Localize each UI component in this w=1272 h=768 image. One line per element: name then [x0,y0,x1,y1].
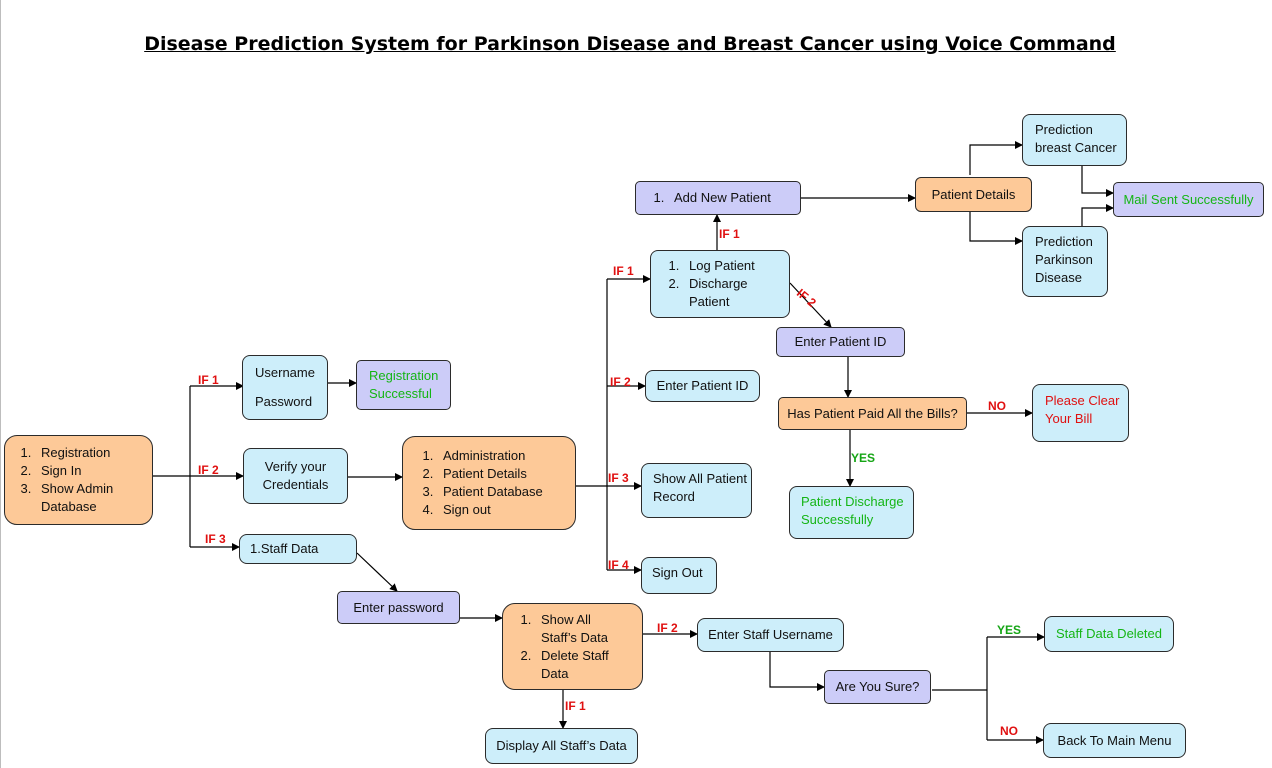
edge-label-main-if1: IF 1 [198,373,219,387]
add-new-patient-box: Add New Patient [635,181,801,215]
please-clear-bill-box: Please Clear Your Bill [1032,384,1129,442]
edge-label-main-if3: IF 3 [205,532,226,546]
edge-label-admin-if2: IF 2 [610,375,631,389]
staff-menu-item-delete: Delete Staff Data [535,647,615,683]
admin-menu-box: Administration Patient Details Patient D… [402,436,576,530]
arrow-mail-from-parkinson [1081,204,1114,228]
prediction-breast-cancer-box: Prediction breast Cancer [1022,114,1127,166]
patient-menu-box: Log Patient Discharge Patient [650,250,790,318]
password-line: Password [255,394,313,409]
enter-patient-id-box: Enter Patient ID [645,370,760,402]
patient-discharge-success-box: Patient Discharge Successfully [789,486,914,539]
back-to-main-menu-box: Back To Main Menu [1043,723,1186,758]
page-left-border [0,0,1,768]
show-all-patient-record-box: Show All Patient Record [641,463,752,518]
main-menu-item-registration: Registration [35,444,146,462]
main-menu-item-sign-in: Sign In [35,462,146,480]
staff-data-box: 1.Staff Data [239,534,357,564]
edge-label-delete-no: NO [1000,724,1018,738]
arrow-discharge-if2 [789,282,832,328]
arrow-enter-password [356,552,398,592]
are-you-sure-box: Are You Sure? [824,670,931,704]
edge-label-staff-if2: IF 2 [657,621,678,635]
mail-sent-box: Mail Sent Successfully [1113,182,1264,217]
admin-menu-item-patient-details: Patient Details [437,465,575,483]
patient-menu-item-log-patient: Log Patient [683,257,789,275]
display-all-staff-box: Display All Staff’s Data [485,728,638,764]
arrow-parkinson [969,211,1023,245]
diagram-title: Disease Prediction System for Parkinson … [144,33,1116,55]
enter-staff-username-box: Enter Staff Username [697,618,844,652]
enter-patient-id-discharge-box: Enter Patient ID [776,327,905,357]
edge-label-delete-yes: YES [997,623,1022,637]
edge-label-admin-if1: IF 1 [613,264,634,278]
username-line: Username [255,365,315,380]
edge-label-admin-if4: IF 4 [608,558,629,572]
sign-out-box: Sign Out [641,557,717,594]
edge-label-log-if1: IF 1 [719,227,740,241]
patient-details-box: Patient Details [915,177,1032,212]
arrow-mail-from-breast [1081,166,1114,197]
registration-successful-box: Registration Successful [356,360,451,410]
edge-label-bills-no: NO [988,399,1006,413]
admin-menu-item-sign-out: Sign out [437,501,575,519]
staff-menu-box: Show All Staff’s Data Delete Staff Data [502,603,643,690]
patient-menu-item-discharge-patient: Discharge Patient [683,275,759,311]
arrow-breast-cancer [969,141,1023,175]
enter-password-box: Enter password [337,591,460,624]
main-menu-item-show-admin-database: Show Admin Database [35,480,121,516]
verify-credentials-box: Verify your Credentials [243,448,348,504]
admin-menu-item-patient-database: Patient Database [437,483,575,501]
staff-data-deleted-box: Staff Data Deleted [1044,616,1174,652]
edge-label-main-if2: IF 2 [198,463,219,477]
prediction-parkinson-box: Prediction Parkinson Disease [1022,226,1108,297]
edge-label-admin-if3: IF 3 [608,471,629,485]
main-menu-box: Registration Sign In Show Admin Database [4,435,153,525]
arrow-are-you-sure [769,652,825,691]
paid-bills-question-box: Has Patient Paid All the Bills? [778,397,967,430]
edge-label-staff-if1: IF 1 [565,699,586,713]
staff-menu-item-show-all: Show All Staff’s Data [535,611,615,647]
admin-menu-item-administration: Administration [437,447,575,465]
credentials-box: Username Password [242,355,328,420]
edge-label-bills-yes: YES [851,451,876,465]
add-new-patient-item: Add New Patient [668,189,800,207]
